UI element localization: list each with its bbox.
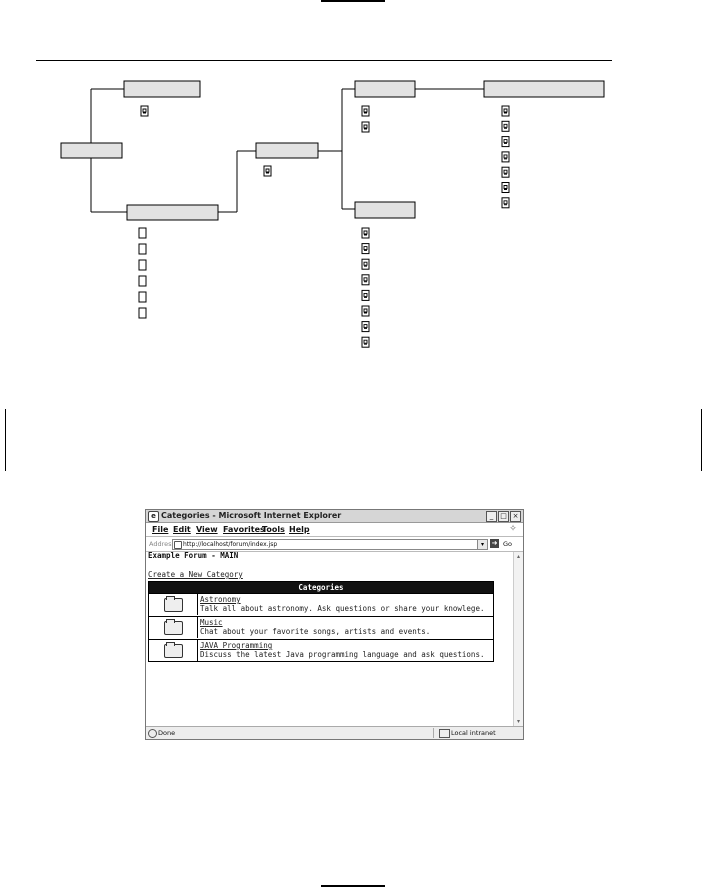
vertical-scrollbar[interactable]: ▴ ▾ xyxy=(513,552,523,726)
file-icon xyxy=(361,243,370,255)
status-text: Done xyxy=(158,729,176,737)
node-bottom-right xyxy=(354,201,416,219)
file-icon xyxy=(138,243,147,255)
file-icon xyxy=(138,259,147,271)
address-url: http://localhost/forum/index.jsp xyxy=(183,541,278,548)
top-marker-rule xyxy=(321,0,385,2)
menu-help[interactable]: Help xyxy=(289,525,310,534)
file-icon xyxy=(361,121,370,133)
scroll-down-icon[interactable]: ▾ xyxy=(516,718,520,725)
file-icon xyxy=(140,105,149,117)
node-center xyxy=(255,142,319,159)
node-far-right xyxy=(483,80,605,98)
ie-app-icon: e xyxy=(148,511,159,522)
left-margin-mark xyxy=(5,409,6,471)
file-icon xyxy=(138,275,147,287)
node-root xyxy=(60,142,123,159)
file-tree-diagram xyxy=(60,80,605,348)
address-label: Address xyxy=(149,540,175,548)
menu-file[interactable]: File xyxy=(152,525,169,534)
file-icon xyxy=(361,105,370,117)
file-icon xyxy=(501,105,510,117)
file-icon xyxy=(263,165,272,177)
minimize-button[interactable]: _ xyxy=(486,511,497,522)
page-done-icon xyxy=(148,729,157,738)
table-row: Music Chat about your favorite songs, ar… xyxy=(149,616,493,638)
file-icon xyxy=(138,307,147,319)
file-icon xyxy=(501,166,510,178)
forum-title: Example Forum - MAIN xyxy=(148,552,239,560)
menu-view[interactable]: View xyxy=(196,525,218,534)
page-content: Example Forum - MAIN Create a New Catego… xyxy=(146,552,513,726)
file-icon xyxy=(361,321,370,333)
scroll-up-icon[interactable]: ▴ xyxy=(516,553,520,560)
menu-favorites[interactable]: Favorites xyxy=(223,525,265,534)
file-icon xyxy=(501,182,510,193)
table-row: Astronomy Talk all about astronomy. Ask … xyxy=(149,593,493,615)
node-bottom-left xyxy=(126,204,219,221)
categories-header: Categories xyxy=(149,582,493,593)
folder-icon xyxy=(164,642,183,658)
file-icon xyxy=(138,291,147,303)
status-bar: Done Local intranet xyxy=(146,726,523,739)
go-arrow-icon[interactable]: ➜ xyxy=(490,539,499,548)
file-icon xyxy=(361,336,370,348)
file-icon xyxy=(361,289,370,301)
file-icon xyxy=(501,197,510,209)
file-icon xyxy=(361,258,370,270)
category-description: Chat about your favorite songs, artists … xyxy=(200,627,431,636)
folder-icon xyxy=(164,596,183,612)
zone-text: Local intranet xyxy=(451,729,496,737)
category-link[interactable]: JAVA Programming xyxy=(200,641,273,650)
go-button[interactable]: Go xyxy=(503,540,513,548)
category-description: Discuss the latest Java programming lang… xyxy=(200,650,485,659)
header-rule xyxy=(36,60,612,61)
node-top-right xyxy=(354,80,416,98)
node-top-left xyxy=(123,80,201,98)
address-input[interactable]: http://localhost/forum/index.jsp ▾ xyxy=(172,539,488,550)
file-icon xyxy=(138,227,147,239)
page-icon xyxy=(174,541,182,549)
address-dropdown-icon[interactable]: ▾ xyxy=(477,540,487,549)
bottom-marker-rule xyxy=(321,885,385,887)
browser-window: e Categories - Microsoft Internet Explor… xyxy=(145,509,524,740)
maximize-button[interactable]: □ xyxy=(498,511,509,522)
windows-logo-icon: ✧ xyxy=(509,524,517,534)
file-icon xyxy=(501,120,510,132)
file-icon xyxy=(361,227,370,239)
intranet-zone-icon xyxy=(439,729,450,738)
close-button[interactable]: × xyxy=(510,511,521,522)
category-description: Talk all about astronomy. Ask questions … xyxy=(200,604,485,613)
table-row: JAVA Programming Discuss the latest Java… xyxy=(149,639,493,661)
menu-edit[interactable]: Edit xyxy=(173,525,191,534)
window-title: Categories - Microsoft Internet Explorer xyxy=(161,511,342,520)
category-link[interactable]: Music xyxy=(200,618,223,627)
right-margin-mark xyxy=(701,409,702,471)
address-bar: Address http://localhost/forum/index.jsp… xyxy=(146,537,523,552)
file-icon xyxy=(361,305,370,317)
file-icon xyxy=(501,151,510,163)
create-category-link[interactable]: Create a New Category xyxy=(148,570,243,579)
title-bar: e Categories - Microsoft Internet Explor… xyxy=(146,510,523,523)
file-icon xyxy=(501,136,510,148)
category-link[interactable]: Astronomy xyxy=(200,595,241,604)
file-icon xyxy=(361,274,370,286)
status-divider xyxy=(433,728,434,738)
menu-tools[interactable]: Tools xyxy=(262,525,285,534)
folder-icon xyxy=(164,619,183,635)
menu-bar: File Edit View Favorites Tools Help ✧ xyxy=(146,523,523,537)
categories-table: Categories Astronomy Talk all about astr… xyxy=(148,581,494,662)
